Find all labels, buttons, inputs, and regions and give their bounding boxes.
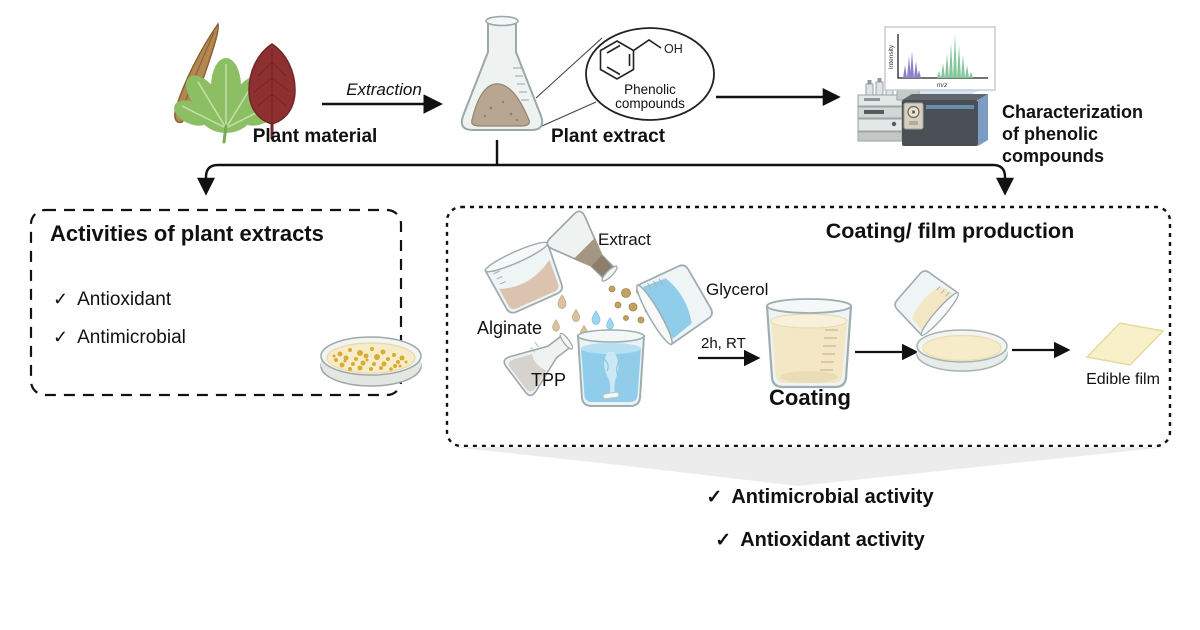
coating-box-title: Coating/ film production (825, 219, 1075, 243)
check-icon: ✓ (715, 530, 732, 551)
film-activity-antimicrobial: ✓ Antimicrobial activity (640, 486, 1000, 509)
phenolic-label-line1: Phenolic (624, 82, 676, 97)
plant-extract-label: Plant extract (550, 126, 666, 147)
alginate-beaker-icon (484, 241, 563, 314)
funnel-shape (452, 447, 1168, 486)
branch-arrows (197, 140, 1014, 196)
coating-beaker-icon (765, 298, 853, 389)
plant-extract-flask-icon (460, 15, 603, 131)
check-icon: ✓ (53, 289, 69, 309)
mixing-beaker-icon (576, 329, 646, 407)
glycerol-beaker-icon (636, 264, 713, 346)
check-icon: ✓ (706, 487, 723, 508)
pouring-beaker-icon (894, 270, 960, 337)
spectrum-y-axis-label: Intensity (888, 44, 895, 69)
benzyl-alcohol-structure-icon (599, 39, 662, 80)
coating-label: Coating (769, 385, 851, 410)
characterization-label-line1: Characterization (1002, 102, 1144, 122)
check-icon: ✓ (53, 327, 69, 347)
extraction-label: Extraction (346, 80, 422, 99)
activity-item-antimicrobial: ✓ Antimicrobial (53, 327, 186, 349)
condition-label: 2h, RT (701, 335, 746, 352)
activities-box-title: Activities of plant extracts (50, 221, 324, 246)
edible-film-icon (1085, 322, 1165, 366)
activity-item-label: Antioxidant (77, 289, 172, 310)
green-peaks (937, 34, 973, 78)
lcms-instrument-icon (857, 78, 988, 146)
film-activity-label: Antimicrobial activity (731, 486, 934, 508)
mass-spectrum-panel: Intensity m/z (884, 26, 996, 91)
glycerol-label: Glycerol (706, 280, 769, 299)
oh-group-label: OH (664, 42, 683, 56)
plant-material-label: Plant material (252, 126, 378, 147)
plant-leaves-icon (174, 22, 296, 144)
characterization-label-line3: compounds (1002, 146, 1104, 166)
activity-item-label: Antimicrobial (77, 327, 186, 348)
extract-flask-icon (546, 210, 618, 282)
film-activity-label: Antioxidant activity (740, 529, 925, 551)
tpp-flask-icon (503, 332, 574, 397)
petri-dish-colonies-icon (320, 336, 422, 387)
casting-dish-icon (916, 329, 1008, 372)
alginate-label: Alginate (477, 318, 543, 338)
film-activity-antioxidant: ✓ Antioxidant activity (640, 529, 1000, 552)
spectrum-x-axis-label: m/z (937, 82, 948, 89)
extract-label: Extract (598, 230, 651, 249)
edible-film-label: Edible film (1086, 371, 1160, 388)
phenolic-label-line2: compounds (615, 96, 685, 111)
activities-box-border (29, 208, 403, 397)
purple-peaks (903, 51, 921, 78)
characterization-label-line2: of phenolic (1002, 124, 1098, 144)
activity-item-antioxidant: ✓ Antioxidant (53, 289, 171, 311)
phenolic-compounds-circle: OH (585, 27, 715, 121)
red-leaf-icon (248, 43, 296, 140)
tpp-label: TPP (531, 370, 567, 390)
